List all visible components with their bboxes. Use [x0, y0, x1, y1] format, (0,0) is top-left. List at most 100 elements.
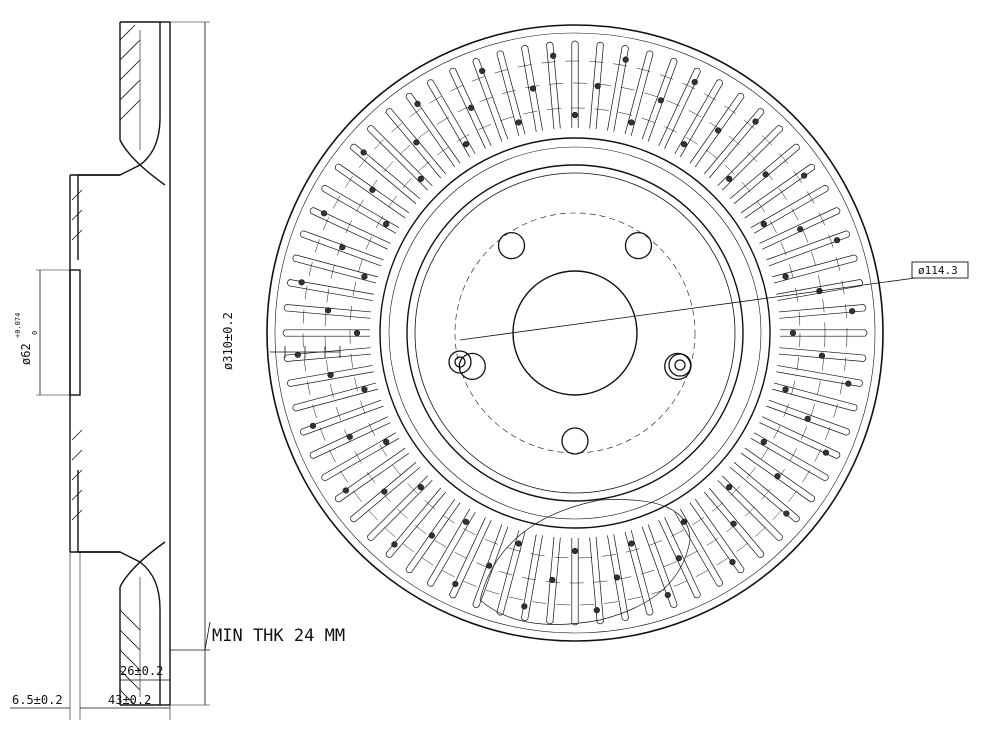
vent-slot [496, 50, 526, 136]
vent-slot [717, 475, 783, 541]
drill-hole [324, 307, 332, 314]
hat-height-label: 43±0.2 [108, 693, 151, 707]
vent-slot [385, 108, 446, 179]
vent-slot [674, 79, 724, 158]
bore-tolerance-lower: 0 [31, 331, 39, 335]
drill-hole [818, 352, 826, 359]
drill-hole [320, 210, 328, 217]
drill-hole [628, 119, 635, 126]
vent-slot [778, 347, 867, 362]
drill-hole [550, 52, 557, 59]
vent-slot [546, 536, 561, 625]
vent-slot [689, 92, 745, 168]
drill-hole [762, 171, 769, 178]
locating-hole-thread [454, 356, 466, 368]
section-outline-lower [77, 470, 161, 706]
vent-slot [309, 207, 391, 250]
vent-slot [521, 45, 543, 132]
vent-slot [759, 207, 841, 250]
drill-hole [730, 520, 737, 527]
center-bore [512, 270, 638, 396]
vent-slot [321, 184, 400, 234]
vent-slot [766, 230, 850, 267]
vent-slot [776, 365, 863, 387]
drill-hole [801, 172, 808, 179]
vent-slot [472, 58, 509, 142]
drill-hole [664, 591, 671, 599]
drill-hole [391, 541, 398, 548]
vent-slot [405, 498, 461, 574]
vent-slot [426, 79, 476, 158]
bolt-hole [497, 231, 526, 260]
vent-slot [658, 67, 701, 149]
drill-hole [417, 175, 424, 182]
bolt-circle-callout-box [911, 261, 969, 279]
drill-hole [298, 279, 305, 286]
drill-hole [657, 97, 664, 104]
vent-slot [750, 184, 829, 234]
vent-slot [740, 447, 816, 503]
vent-slot [689, 498, 745, 574]
section-outline-upper [77, 21, 161, 260]
vent-slot [780, 329, 868, 337]
drill-hole [760, 438, 767, 446]
bore-section [69, 269, 81, 396]
od-label: ø310±0.2 [221, 312, 235, 370]
vent-slot [674, 508, 724, 587]
inspection-region-outline [479, 499, 691, 625]
drill-hole [515, 119, 522, 126]
drill-hole [680, 518, 688, 525]
vent-slot [740, 163, 816, 219]
vent-slot [589, 536, 604, 625]
drill-hole [381, 488, 388, 495]
vent-slot [385, 487, 446, 558]
drill-hole [752, 118, 759, 125]
vent-slot [405, 92, 461, 168]
vent-slot [334, 163, 410, 219]
drill-hole [462, 518, 470, 525]
vent-slots [282, 40, 868, 626]
drill-hole [715, 127, 722, 134]
drill-hole [680, 141, 688, 148]
hat-offset-label: 6.5±0.2 [12, 693, 63, 707]
vent-slot [367, 475, 433, 541]
vent-slot [624, 50, 654, 136]
vent-slot [300, 230, 384, 267]
drill-hole [593, 607, 600, 614]
vent-slot [766, 399, 850, 436]
vent-slot [750, 432, 829, 482]
drill-hole [486, 562, 493, 569]
locating-hole-thread [674, 359, 686, 371]
drill-hole [428, 532, 435, 539]
vent-slot [334, 447, 410, 503]
drill-hole [383, 438, 390, 446]
drill-hole [327, 371, 334, 379]
drill-hole [361, 386, 368, 393]
vent-slot [704, 487, 765, 558]
vent-slot [759, 416, 841, 459]
cross-drill-holes [294, 52, 856, 614]
slot-guide-ring [349, 107, 801, 559]
drill-hole [571, 547, 579, 555]
vent-slot [729, 143, 800, 204]
vent-slot [772, 382, 858, 412]
drill-hole [361, 273, 368, 280]
vent-slot [287, 365, 374, 387]
drill-hole [339, 244, 346, 251]
drill-hole [462, 141, 470, 148]
drill-hole [294, 351, 301, 358]
vent-slot [717, 125, 783, 191]
drill-hole [782, 386, 789, 393]
drill-hole [549, 576, 556, 584]
vent-slot [292, 254, 378, 284]
vent-slot [283, 304, 372, 319]
drill-hole [760, 220, 767, 228]
drill-hole [789, 329, 797, 337]
drill-hole [783, 510, 790, 517]
drill-hole [774, 473, 781, 480]
disc-thickness-label: 26±0.2 [120, 664, 163, 678]
drill-hole [782, 273, 789, 280]
drill-hole [675, 555, 682, 562]
min-thickness-label: MIN THK 24 MM [212, 626, 345, 646]
